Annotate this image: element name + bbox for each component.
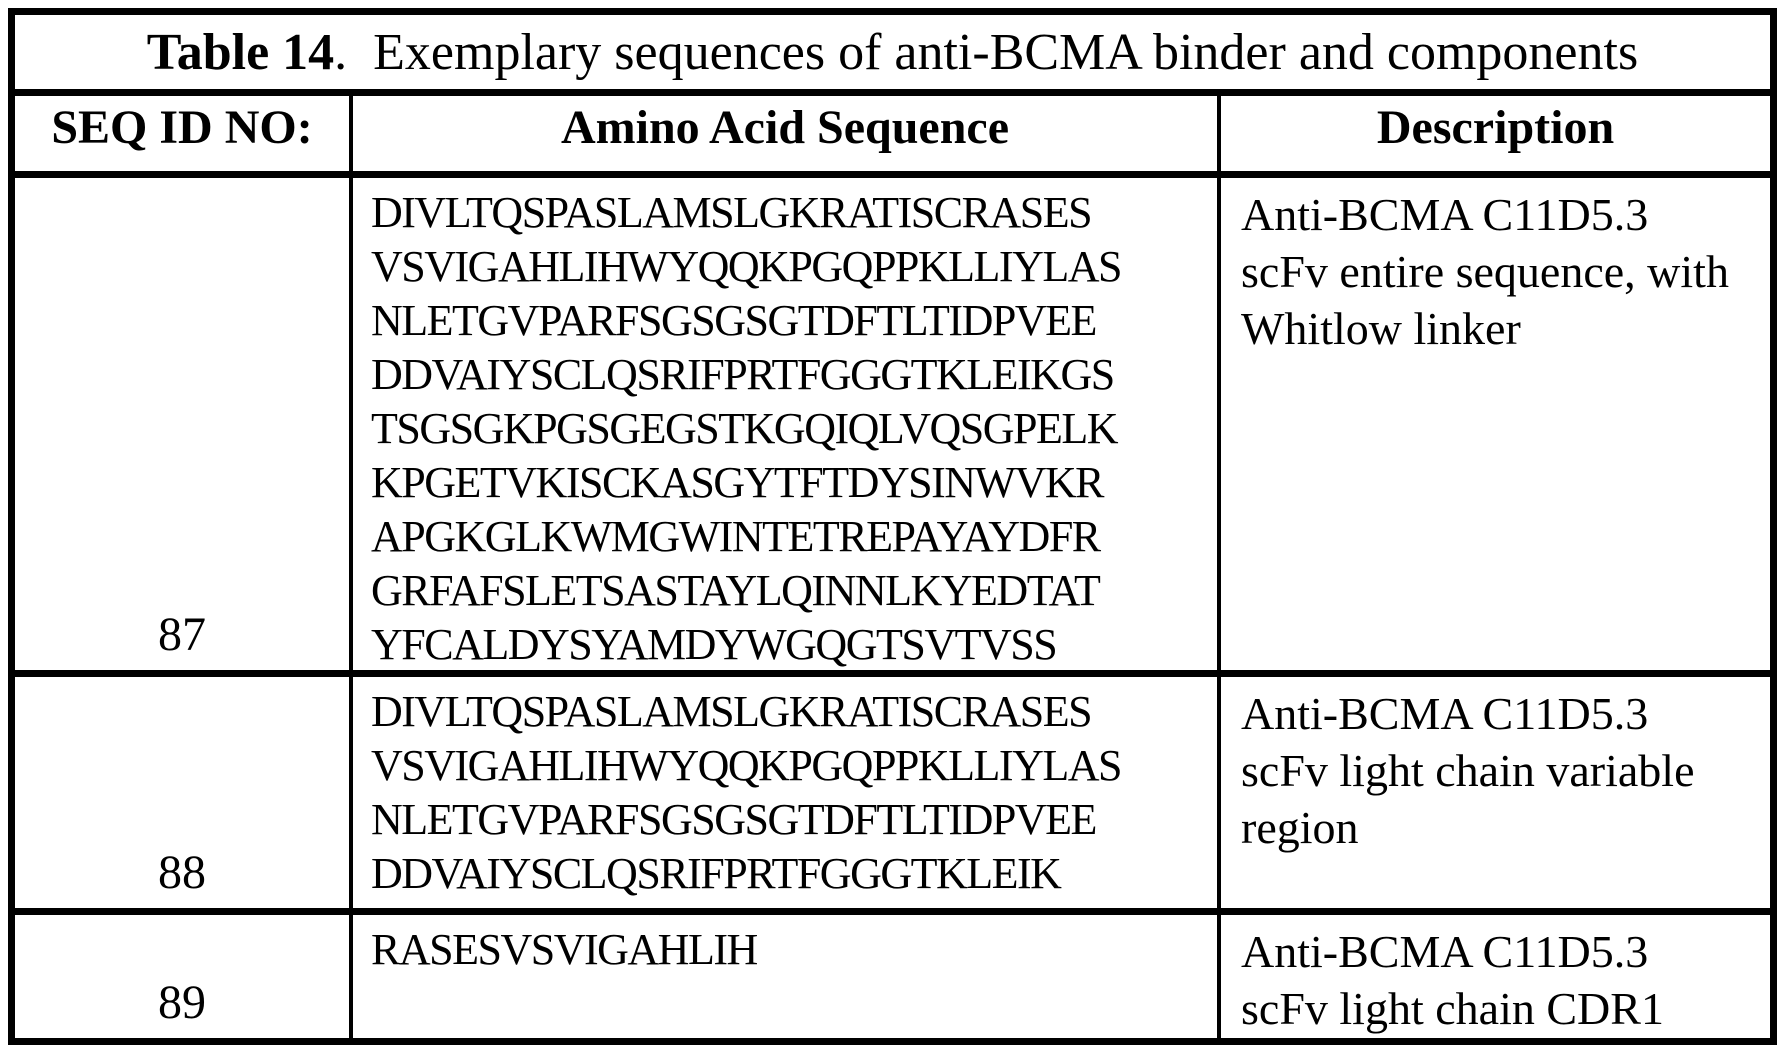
seq-id-value-88: 88 (15, 677, 353, 908)
table-row-seq-89: 89 RASESVSVIGAHLIH Anti-BCMA C11D5.3 scF… (15, 915, 1770, 1038)
table-row-seq-88: 88 DIVLTQSPASLAMSLGKRATISCRASES VSVIGAHL… (15, 677, 1770, 915)
description-89: Anti-BCMA C11D5.3 scFv light chain CDR1 (1241, 926, 1664, 1034)
header-description: Description (1376, 101, 1615, 154)
table-header-row: SEQ ID NO: Amino Acid Sequence Descripti… (15, 96, 1770, 178)
description-87: Anti-BCMA C11D5.3 scFv entire sequence, … (1241, 189, 1729, 354)
header-amino-acid-sequence: Amino Acid Sequence (353, 96, 1221, 171)
amino-acid-sequence-88: DIVLTQSPASLAMSLGKRATISCRASES VSVIGAHLIHW… (353, 677, 1221, 908)
table-title-text: . Exemplary sequences of anti-BCMA binde… (334, 23, 1639, 81)
seq-id-value-89: 89 (15, 915, 353, 1038)
header-seq-id-no: SEQ ID NO: (15, 96, 353, 171)
amino-acid-sequence-89: RASESVSVIGAHLIH (353, 915, 1221, 1038)
description-88: Anti-BCMA C11D5.3 scFv light chain varia… (1241, 688, 1695, 853)
table-row-seq-87: 87 DIVLTQSPASLAMSLGKRATISCRASES VSVIGAHL… (15, 178, 1770, 677)
table-title-number: Table 14 (146, 23, 335, 81)
sequence-table: Table 14. Exemplary sequences of anti-BC… (8, 8, 1777, 1045)
seq-id-value-87: 87 (15, 178, 353, 670)
amino-acid-sequence-87: DIVLTQSPASLAMSLGKRATISCRASES VSVIGAHLIHW… (353, 178, 1221, 670)
table-title: Table 14. Exemplary sequences of anti-BC… (15, 15, 1770, 96)
